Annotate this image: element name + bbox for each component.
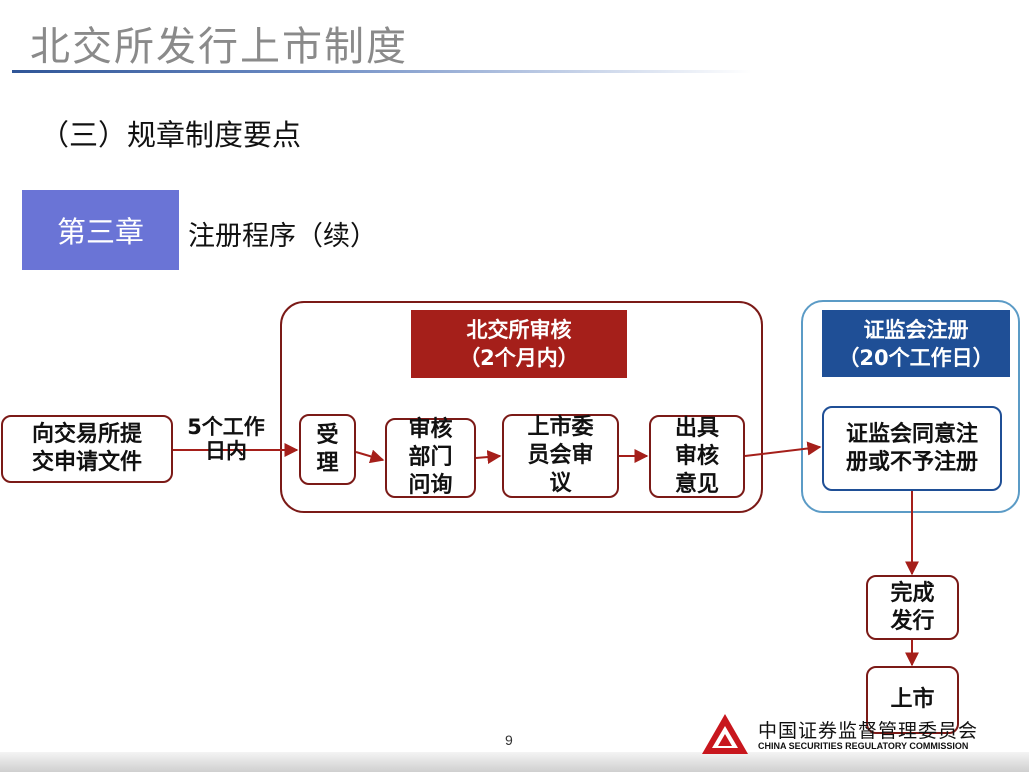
node-registration-label: 证监会同意注 册或不予注册 (845, 421, 978, 475)
bse-review-group (280, 301, 763, 513)
arrow-inquiry-to-committee (475, 450, 502, 465)
footer-org-name-en: CHINA SECURITIES REGULATORY COMMISSION (758, 741, 969, 751)
node-csrc-registration: 证监会同意注 册或不予注册 (822, 406, 1002, 491)
chapter-title: 注册程序（续） (188, 221, 377, 252)
node-accept-label: 受 理 (316, 422, 339, 476)
node-opinion: 出具 审核 意见 (649, 415, 745, 498)
node-submit-label: 向交易所提 交申请文件 (31, 422, 142, 475)
node-listing: 上市 (866, 666, 959, 734)
csrc-registration-header: 证监会注册 （20个工作日） (822, 310, 1010, 377)
bse-header-line1: 北交所审核 (466, 318, 572, 342)
csrc-header-line1: 证监会注册 (863, 317, 969, 342)
section-heading: （三）规章制度要点 (40, 118, 302, 152)
edge-label-five-days: 5个工作 日内 (187, 415, 265, 463)
bse-header-line2: （2个月内） (459, 346, 579, 370)
page-number: 9 (505, 732, 513, 748)
bse-review-header: 北交所审核 （2个月内） (411, 310, 627, 378)
node-committee: 上市委 员会审 议 (502, 414, 619, 498)
chapter-tag: 第三章 (22, 190, 179, 270)
slide-bottom-bar (0, 752, 1029, 772)
title-underline (12, 70, 752, 73)
node-inquiry-label: 审核 部门 问询 (408, 417, 453, 498)
node-inquiry: 审核 部门 问询 (385, 417, 476, 498)
csrc-header-line2: （20个工作日） (838, 345, 994, 370)
node-complete-issuance: 完成 发行 (866, 575, 959, 640)
slide-title: 北交所发行上市制度 (30, 24, 408, 70)
csrc-logo-icon (702, 714, 748, 754)
footer-org-name: 中国证券监督管理委员会 (758, 720, 979, 742)
node-listing-label: 上市 (890, 687, 935, 712)
node-opinion-label: 出具 审核 意见 (674, 415, 719, 497)
arrow-opinion-to-registration (744, 441, 822, 457)
node-accept: 受 理 (299, 414, 356, 485)
node-committee-label: 上市委 员会审 议 (527, 415, 594, 496)
node-issuance-label: 完成 发行 (890, 580, 935, 634)
csrc-registration-group (801, 300, 1020, 513)
node-submit-application: 向交易所提 交申请文件 (1, 415, 173, 483)
arrow-accept-to-inquiry (355, 449, 385, 464)
